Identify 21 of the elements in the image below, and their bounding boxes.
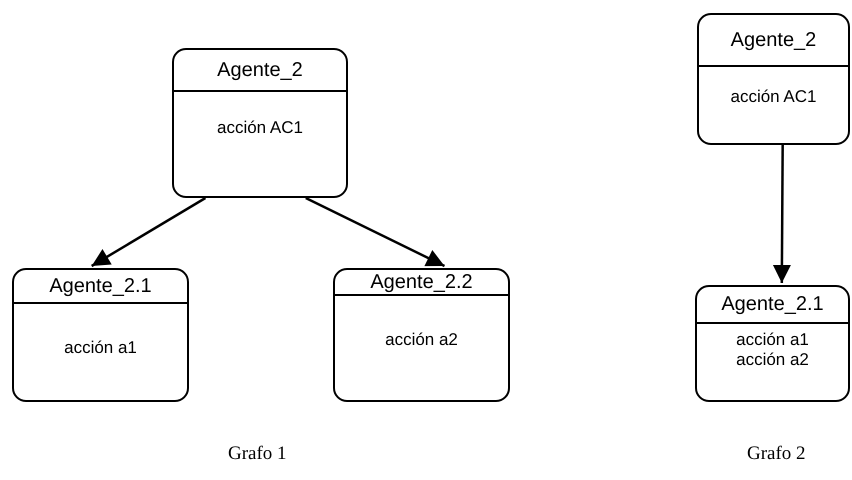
agent-name: Agente_2.2 (370, 270, 473, 294)
action-text: acción a1 (735, 330, 810, 350)
agent-name: Agente_2.1 (49, 274, 152, 298)
action-text: acción AC1 (730, 87, 818, 107)
action-text: acción a2 (384, 330, 459, 350)
arrow (91, 196, 206, 268)
agent-name: Agente_2 (730, 28, 816, 52)
action-text: acción a2 (735, 350, 810, 370)
action-text: acción a1 (63, 338, 138, 358)
state-box (697, 13, 850, 145)
arrow (305, 196, 446, 268)
state-box (12, 268, 189, 402)
graph-caption: Grafo 1 (228, 443, 287, 465)
arrow (772, 145, 791, 283)
state-box (172, 48, 348, 198)
state-box (695, 285, 850, 402)
state-box (333, 268, 510, 402)
agent-name: Agente_2.1 (721, 293, 824, 316)
graph-caption: Grafo 2 (747, 443, 806, 465)
action-text: acción AC1 (216, 118, 304, 138)
agent-name: Agente_2 (217, 58, 303, 82)
